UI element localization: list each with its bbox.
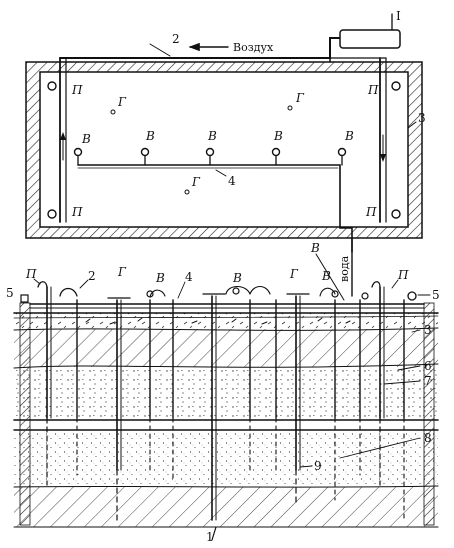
section-callouts: 3 6 7 8 9 (299, 323, 432, 473)
plan-well-v2: В (145, 129, 155, 143)
water-pipe-number: 4 (228, 174, 236, 188)
plan-well-p2: П (71, 205, 83, 219)
section-wells (20, 281, 417, 521)
section-labels: П 2 Г В 4 В Г В П 5 5 (6, 265, 440, 302)
wall-number: 3 (418, 111, 426, 125)
plan-well-p4: П (365, 205, 377, 219)
plan-well-v5: В (344, 129, 354, 143)
plan-interior (39, 71, 409, 228)
section-riser-v: В (310, 241, 320, 255)
callout-9: 9 (314, 459, 322, 473)
callout-3: 3 (424, 323, 432, 337)
air-pipe (59, 37, 341, 59)
section-label-g2: Г (289, 267, 299, 281)
air-pipe-number: 2 (172, 32, 180, 46)
plan-well-v4: В (273, 129, 283, 143)
air-caption: Воздух (233, 41, 274, 54)
bottom-mark: 1 (206, 530, 214, 543)
water-caption: вода (338, 255, 351, 282)
plan-view: I 2 Воздух 3 П П П П Г Г Г (25, 9, 426, 253)
plan-well-p3: П (367, 83, 379, 97)
plan-mark-g3: Г (191, 175, 201, 189)
plan-mark-g2: Г (295, 91, 305, 105)
callout-6: 6 (424, 359, 432, 373)
plan-water-wells (73, 147, 347, 166)
plan-mark-g1: Г (117, 95, 127, 109)
surface-ticks (85, 317, 351, 325)
plan-well-v1: В (81, 132, 91, 146)
section-label-2: 2 (88, 269, 96, 283)
section-label-5-right: 5 (432, 288, 440, 302)
plan-well-v3: В (207, 129, 217, 143)
section-view (13, 281, 439, 528)
compressor-label: I (396, 9, 401, 23)
section-label-v2: В (232, 271, 242, 285)
section-label-5-left: 5 (6, 286, 14, 300)
section-label-p-right: П (397, 268, 409, 282)
plan-well-p1: П (71, 83, 83, 97)
callout-8: 8 (424, 431, 432, 445)
section-label-v1: В (155, 271, 165, 285)
section-label-g1: Г (117, 265, 127, 279)
section-label-p-left: П (25, 267, 37, 281)
water-pipe (77, 164, 353, 253)
section-label-4: 4 (185, 270, 193, 284)
compressor-box (339, 29, 401, 49)
callout-7: 7 (424, 374, 432, 388)
section-label-v3: В (321, 269, 331, 283)
